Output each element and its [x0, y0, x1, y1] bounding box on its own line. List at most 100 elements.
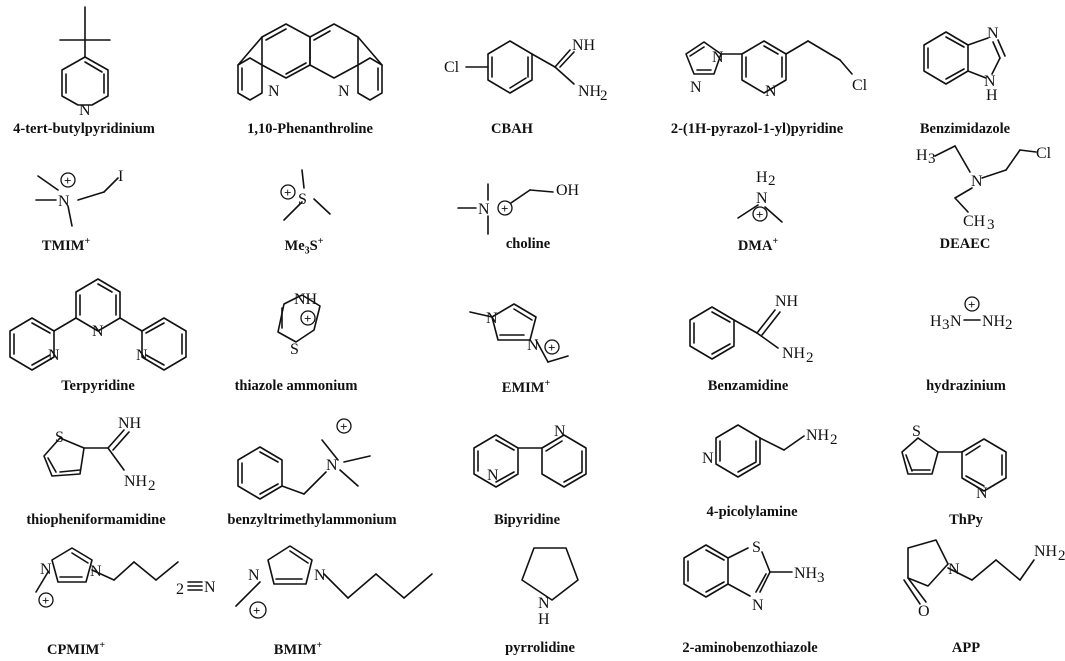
caption-thiazole-ammonium: thiazole ammonium — [234, 378, 358, 394]
svg-text:N: N — [268, 83, 280, 100]
svg-text:+: + — [548, 340, 555, 355]
caption-hydrazinium: hydrazinium — [926, 378, 1006, 394]
structure-dma: H 2 N + — [737, 169, 783, 223]
svg-text:NH: NH — [982, 313, 1006, 330]
svg-text:N: N — [204, 579, 216, 596]
svg-text:S: S — [752, 539, 761, 556]
svg-text:3: 3 — [987, 217, 995, 233]
structure-pyrrolidine: N H — [521, 547, 579, 628]
caption-bipyridine: Bipyridine — [493, 512, 561, 528]
svg-text:+: + — [253, 603, 260, 618]
structure-benzyltrimethylammonium: N + — [237, 418, 371, 500]
svg-text:NH: NH — [1034, 543, 1058, 560]
svg-text:H: H — [756, 169, 768, 186]
svg-text:N: N — [554, 423, 566, 440]
svg-text:2: 2 — [830, 432, 838, 448]
caption-dma: DMA+ — [737, 236, 779, 254]
svg-text:N: N — [712, 49, 724, 66]
svg-text:N: N — [487, 467, 499, 484]
svg-text:N: N — [314, 567, 326, 584]
svg-text:N: N — [690, 79, 702, 96]
caption-deaec: DEAEC — [939, 236, 991, 252]
caption-benzyltrimethylammonium: benzyltrimethylammonium — [227, 512, 397, 528]
svg-text:N: N — [90, 563, 102, 580]
svg-text:NH: NH — [124, 473, 148, 490]
svg-text:N: N — [478, 201, 490, 218]
svg-text:H: H — [986, 87, 998, 104]
svg-text:N: N — [752, 597, 764, 614]
svg-text:2: 2 — [600, 88, 608, 104]
structure-4-tert-butylpyridinium: N — [59, 6, 111, 119]
svg-text:NH: NH — [578, 83, 602, 100]
svg-text:NH: NH — [782, 345, 806, 362]
svg-text:2: 2 — [806, 350, 814, 366]
structure-thiopheniformamidine: S NH NH 2 — [43, 415, 156, 494]
caption-benzimidazole: Benzimidazole — [919, 121, 1011, 137]
structure-cbah: Cl NH NH 2 — [444, 37, 608, 104]
svg-text:N: N — [48, 347, 60, 364]
svg-text:N: N — [136, 347, 148, 364]
caption-4-tert-butylpyridinium: 4-tert-butylpyridinium — [13, 121, 155, 137]
svg-text:S: S — [912, 423, 921, 440]
structure-bipyridine: N N — [473, 423, 587, 488]
svg-text:+: + — [64, 173, 71, 188]
caption-thiopheniformamidine: thiopheniformamidine — [26, 512, 166, 528]
structure-me3s: S + — [280, 169, 331, 221]
svg-text:2: 2 — [1005, 317, 1013, 333]
svg-text:3: 3 — [928, 151, 936, 167]
structure-emim: N N + — [469, 303, 569, 363]
svg-text:N: N — [702, 450, 714, 467]
svg-text:N: N — [248, 567, 260, 584]
svg-text:OH: OH — [556, 182, 580, 199]
svg-text:H: H — [916, 147, 928, 164]
svg-text:N: N — [92, 323, 104, 340]
svg-text:N: N — [338, 83, 350, 100]
structure-2-aminobenzothiazole: S N NH 3 — [683, 539, 825, 614]
caption-terpyridine: Terpyridine — [61, 378, 135, 394]
structure-hydrazinium: H 3 N + NH 2 — [930, 296, 1013, 333]
svg-text:N: N — [527, 337, 539, 354]
structure-terpyridine: N N N — [9, 278, 187, 371]
svg-text:I: I — [118, 168, 123, 185]
svg-text:S: S — [290, 341, 299, 358]
svg-text:N: N — [971, 173, 983, 190]
caption-benzamidine: Benzamidine — [707, 378, 789, 394]
svg-text:Cl: Cl — [852, 77, 868, 94]
caption-emim: EMIM+ — [501, 378, 551, 396]
caption-cbah: CBAH — [491, 121, 533, 137]
caption-app: APP — [951, 640, 981, 656]
svg-text:+: + — [42, 593, 49, 608]
svg-text:N: N — [40, 561, 52, 578]
svg-text:H: H — [538, 611, 550, 628]
svg-text:N: N — [58, 193, 70, 210]
structure-app: N O NH 2 — [903, 539, 1065, 620]
caption-choline: choline — [505, 236, 551, 252]
caption-bmim: BMIM+ — [273, 640, 323, 658]
svg-text:2: 2 — [148, 478, 156, 494]
structure-pyrazolylpyridine: N N N Cl — [685, 40, 868, 100]
caption-pyrrolidine: pyrrolidine — [505, 640, 575, 656]
structure-1-10-phenanthroline: N N — [237, 23, 383, 101]
svg-text:H: H — [930, 313, 942, 330]
svg-text:N: N — [976, 485, 988, 502]
svg-text:Cl: Cl — [444, 59, 460, 76]
structure-cpmim: N + N 2 N — [35, 547, 216, 608]
caption-cpmim: CPMIM+ — [46, 640, 106, 658]
svg-text:3: 3 — [817, 570, 825, 586]
svg-text:+: + — [501, 201, 508, 216]
svg-text:N: N — [987, 25, 999, 42]
caption-2-aminobenzothiazole: 2-aminobenzothiazole — [682, 640, 818, 656]
svg-text:2: 2 — [1058, 548, 1065, 564]
svg-text:+: + — [284, 185, 291, 200]
svg-text:NH: NH — [294, 291, 318, 308]
svg-text:CH: CH — [963, 213, 986, 230]
svg-text:NH: NH — [806, 427, 830, 444]
svg-text:NH: NH — [794, 565, 818, 582]
svg-text:N: N — [765, 83, 777, 100]
structure-4-picolylamine: N NH 2 — [702, 424, 838, 478]
structure-benzimidazole: N N H — [923, 25, 1006, 104]
svg-text:3: 3 — [942, 317, 950, 333]
caption-pyrazolylpyridine: 2-(1H-pyrazol-1-yl)pyridine — [670, 121, 844, 137]
structure-benzamidine: NH NH 2 — [689, 293, 814, 366]
caption-thpy: ThPy — [949, 512, 983, 528]
